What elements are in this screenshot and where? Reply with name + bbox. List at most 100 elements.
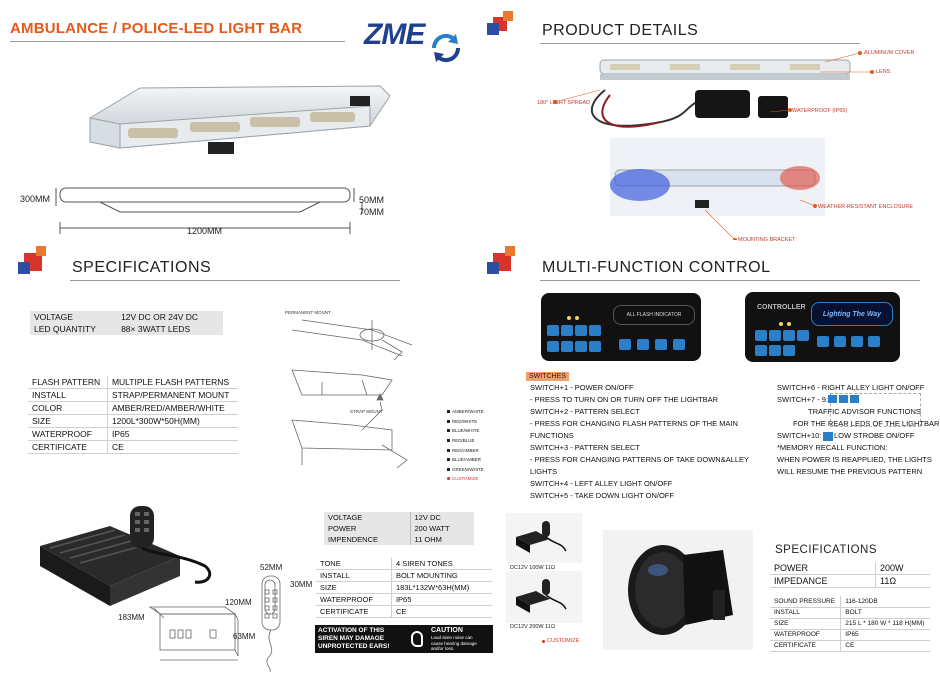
spec-key: COLOR: [28, 401, 108, 415]
variant-caption-2: DC12V 200W 11Ω: [510, 624, 555, 630]
switch-button[interactable]: [547, 325, 559, 336]
dim-70: 70MM: [359, 207, 385, 217]
key-7: [828, 395, 837, 403]
mount-sketch: [291, 319, 413, 469]
spec-value: 12V DC: [410, 512, 474, 523]
color-option-label: RED/WHITE: [452, 418, 478, 424]
callout-spread: 180° LIGHT SPREAD: [537, 100, 591, 106]
arrow-button[interactable]: [655, 339, 667, 350]
switch-button[interactable]: [547, 341, 559, 352]
switch-button[interactable]: [561, 341, 573, 352]
spec-key: FLASH PATTERN: [28, 376, 108, 389]
arrow-button[interactable]: [834, 336, 846, 347]
refresh-arrows-icon: [431, 33, 461, 63]
spec-key: LED QUANTITY: [30, 323, 118, 335]
switch-button[interactable]: [575, 325, 587, 336]
spec-key: POWER: [770, 562, 877, 575]
spec-value: 116-120DB: [840, 596, 930, 608]
color-option-label: GREEN/WHITE: [452, 466, 484, 472]
switch-button[interactable]: [783, 330, 795, 341]
spec-key: IMPENDENCE: [324, 534, 411, 545]
color-option: CUSTOMIZE: [447, 474, 497, 484]
speaker-specs-title: SPECIFICATIONS: [775, 544, 877, 556]
spec-key: CERTIFICATE: [28, 440, 108, 454]
spec-key: INSTALL: [316, 569, 392, 582]
switch-line: SWITCH+2 - PATTERN SELECT: [530, 407, 640, 416]
amplifier-variants-photo: [506, 513, 582, 623]
switch-button[interactable]: [589, 341, 601, 352]
spec-value: AMBER/RED/AMBER/WHITE: [107, 401, 238, 415]
arrow-button[interactable]: [619, 339, 631, 350]
color-option-label: BLUE/WHITE: [452, 428, 480, 434]
traffic-line-2: FOR THE REAR LEDS OF THE LIGHTBAR: [793, 419, 940, 428]
siren-dimension-drawing: [148, 579, 276, 661]
control-panel-1: ALL FLASH INDICATOR: [541, 293, 701, 361]
callout-weather: WEATHER-RESISTANT ENCLOSURE: [818, 204, 914, 210]
led-indicator: [779, 322, 783, 326]
spec-square-orange: [36, 246, 46, 256]
switch-description-list: SWITCH+1 - POWER ON/OFF - PRESS TO TURN …: [530, 382, 770, 502]
variant-caption-1: DC12V 100W 11Ω: [510, 565, 555, 571]
switch-button[interactable]: [769, 330, 781, 341]
switch-button[interactable]: [755, 330, 767, 341]
switch-button[interactable]: [575, 341, 587, 352]
switch-line: SWITCH+3 - PATTERN SELECT: [530, 443, 640, 452]
controller-display-text: Lighting The Way: [822, 310, 882, 318]
arrow-button[interactable]: [637, 339, 649, 350]
switch-button[interactable]: [589, 325, 601, 336]
switch-button[interactable]: [797, 330, 809, 341]
color-option: RED/WHITE: [447, 417, 497, 427]
spec-key: IMPEDANCE: [770, 574, 877, 588]
spec-key: INSTALL: [28, 388, 108, 402]
dim-30: 30MM: [290, 580, 313, 589]
switch-line: - PRESS TO TURN ON OR TURN OFF THE LIGHT…: [530, 395, 719, 404]
warning-label: ACTIVATION OF THIS SIREN MAY DAMAGE UNPR…: [315, 625, 493, 653]
switch-line: SWITCH+4 - LEFT ALLEY LIGHT ON/OFF: [530, 479, 673, 488]
switch-6-line: SWITCH+6 - RIGHT ALLEY LIGHT ON/OFF: [777, 383, 925, 392]
color-swatch: [447, 419, 450, 423]
specs-title: SPECIFICATIONS: [72, 259, 212, 276]
dim-height: 300MM: [20, 194, 51, 204]
arrow-button[interactable]: [851, 336, 863, 347]
spec-key: VOLTAGE: [324, 512, 411, 523]
switch-button[interactable]: [561, 325, 573, 336]
warning-line: ACTIVATION OF THIS: [318, 627, 385, 634]
mfc-title: MULTI-FUNCTION CONTROL: [542, 259, 771, 276]
controller-label: CONTROLLER: [757, 304, 806, 311]
color-swatch: [447, 448, 450, 452]
controller-display: Lighting The Way: [811, 302, 893, 326]
arrow-button[interactable]: [868, 336, 880, 347]
dim-50: 50MM: [359, 195, 385, 205]
switch-line: - PRESS FOR CHANGING PATTERNS OF TAKE DO…: [530, 455, 749, 476]
siren-speaker-photo: [603, 530, 753, 650]
handheld-mic-drawing: [261, 575, 281, 673]
spec-value: CE: [840, 640, 930, 652]
spec-key: SIZE: [770, 618, 842, 630]
switch-button[interactable]: [769, 345, 781, 356]
indicator-display-text: ALL FLASH INDICATOR: [626, 312, 682, 318]
key-10: [823, 432, 833, 441]
callout-aluminum: ALUMINUM COVER: [864, 50, 915, 56]
arrow-button[interactable]: [817, 336, 829, 347]
memory-recall: *MEMORY RECALL FUNCTION: WHEN POWER IS R…: [777, 442, 932, 478]
ear-icon: [405, 625, 429, 653]
spec-key: VOLTAGE: [30, 311, 118, 323]
switch-7-9-line: SWITCH+7 - 9:: [777, 395, 829, 404]
color-swatch: [447, 439, 450, 443]
lightbar-title: AMBULANCE / POLICE-LED LIGHT BAR: [10, 20, 303, 37]
arrow-button[interactable]: [673, 339, 685, 350]
switch-button[interactable]: [755, 345, 767, 356]
switch-button[interactable]: [783, 345, 795, 356]
spec-key: WATERPROOF: [770, 629, 842, 641]
callout-bracket: MOUNTING BRACKET: [738, 237, 796, 243]
key-8: [839, 395, 848, 403]
color-swatch: [447, 410, 450, 414]
